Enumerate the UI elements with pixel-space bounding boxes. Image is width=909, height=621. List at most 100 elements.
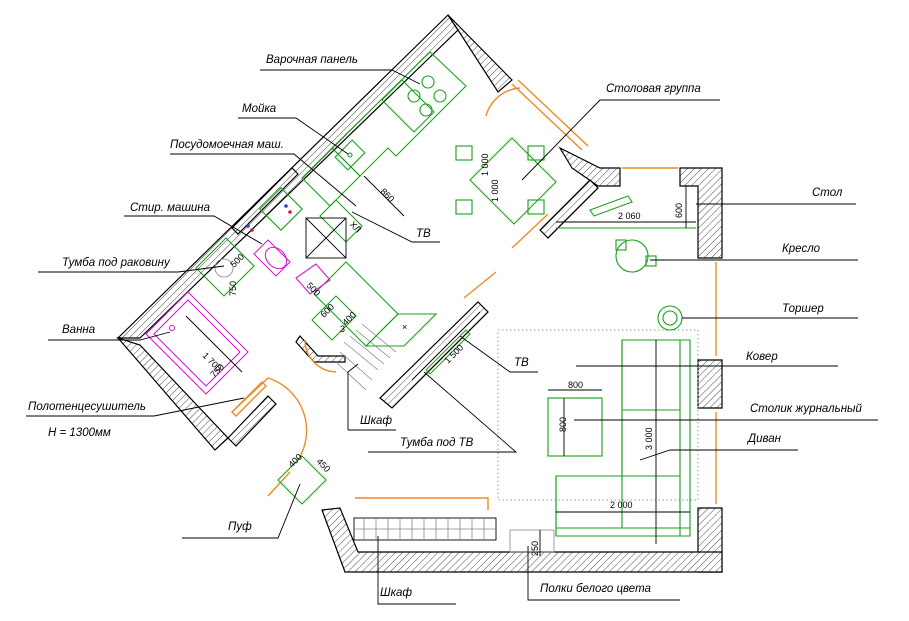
leader-cooktop bbox=[260, 69, 421, 85]
valve-dot-2 bbox=[250, 228, 254, 232]
floor-lamp-inner bbox=[662, 310, 678, 326]
door-living bbox=[511, 213, 549, 249]
washer-2 bbox=[311, 295, 357, 341]
valve-dot-1 bbox=[246, 224, 250, 228]
label-sofa: Диван bbox=[746, 433, 782, 445]
label-coffee-table: Столик журнальный bbox=[750, 403, 863, 415]
leader-wardrobe-bottom bbox=[377, 536, 456, 605]
toilet-bowl bbox=[264, 246, 288, 270]
dim-shower-c: 500 bbox=[305, 280, 323, 298]
leader-sink bbox=[238, 117, 349, 155]
label-washer: Стир. машина bbox=[130, 202, 210, 214]
wall-dining-corner bbox=[558, 146, 621, 187]
dim-wc-b: 750 bbox=[228, 281, 238, 296]
window-dining bbox=[511, 83, 583, 151]
burner-4 bbox=[433, 89, 447, 103]
dim-ctable-w: 800 bbox=[568, 380, 583, 390]
label-sink: Мойка bbox=[242, 103, 276, 115]
label-table: Стол bbox=[812, 187, 843, 199]
washer-dot-1 bbox=[284, 204, 288, 208]
bathtub bbox=[145, 291, 249, 395]
shelves-white bbox=[509, 529, 555, 553]
vent-shaft-x2 bbox=[305, 217, 347, 259]
burner-2 bbox=[421, 75, 435, 89]
armchair-arm-1 bbox=[615, 239, 627, 251]
label-cooktop: Варочная панель bbox=[266, 54, 358, 66]
label-dining: Столовая группа bbox=[606, 83, 701, 95]
desk-area: 2 060 600 bbox=[556, 186, 696, 273]
leader-tv-mid bbox=[459, 335, 538, 373]
burner-3 bbox=[419, 103, 433, 117]
kitchen-unit-cross bbox=[364, 313, 438, 347]
tv-panel bbox=[425, 329, 471, 375]
label-bathtub: Ванна bbox=[62, 324, 95, 336]
openings bbox=[231, 79, 717, 510]
wall-hall-stub bbox=[539, 179, 599, 239]
dim-shower-a: 600 bbox=[318, 302, 336, 320]
sink-drain bbox=[347, 152, 353, 158]
label-armchair: Кресло bbox=[782, 243, 821, 255]
label-towel-height: H = 1300мм bbox=[48, 427, 111, 439]
wall-kitchen-bath bbox=[231, 167, 299, 235]
dim-wc-a: 500 bbox=[228, 252, 246, 270]
wall-east-upper bbox=[679, 167, 723, 259]
leader-shelves bbox=[527, 546, 680, 601]
annotations: Варочная панель Мойка Посудомоечная маш.… bbox=[26, 54, 878, 605]
door-mid bbox=[463, 271, 497, 299]
dim-line-bath bbox=[185, 315, 243, 373]
label-shelves: Полки белого цвета bbox=[540, 583, 651, 595]
leader-vanity bbox=[38, 265, 225, 273]
label-towel-warmer: Полотенцесушитель bbox=[28, 401, 146, 413]
dim-desk-depth: 600 bbox=[674, 203, 684, 218]
washer-dot-2 bbox=[288, 210, 292, 214]
window-dining-inner bbox=[517, 79, 589, 147]
label-tv-kitchen: ТВ bbox=[416, 228, 431, 240]
dining-table bbox=[469, 137, 557, 225]
hall-bottom: 400 450 250 bbox=[277, 452, 555, 556]
armchair bbox=[615, 239, 649, 273]
armchair-arm-2 bbox=[645, 255, 657, 267]
dim-line-kitchen bbox=[363, 175, 405, 217]
leader-pouf bbox=[182, 483, 301, 539]
door-bath-swing bbox=[267, 377, 308, 461]
label-pouf: Пуф bbox=[228, 521, 252, 533]
leader-bathtub bbox=[48, 331, 171, 341]
leader-washer bbox=[124, 215, 263, 245]
dim-desk-len: 2 060 bbox=[618, 211, 641, 221]
fridge-label: ХЛ bbox=[348, 219, 364, 235]
dim-kitchen-depth: 860 bbox=[379, 186, 397, 204]
wall-south bbox=[321, 507, 723, 573]
dining-group: 1 000 1 000 bbox=[455, 137, 557, 225]
dim-dining-b: 1 000 bbox=[490, 179, 500, 202]
walls bbox=[116, 14, 723, 573]
label-floor-lamp: Торшер bbox=[782, 303, 824, 315]
cooktop bbox=[381, 79, 435, 133]
dim-dining-a: 1 000 bbox=[480, 153, 490, 176]
vanity-sink bbox=[214, 258, 234, 278]
coffee-table bbox=[547, 397, 603, 457]
vanity bbox=[195, 237, 255, 297]
chair-3 bbox=[527, 145, 545, 161]
wall-hall-partition bbox=[379, 301, 489, 409]
leader-towel bbox=[26, 397, 245, 417]
wall-bath-hall bbox=[227, 395, 277, 447]
toilet bbox=[253, 239, 291, 277]
bathtub-drain bbox=[168, 324, 176, 332]
door-dining-swing bbox=[485, 87, 521, 117]
chair-1 bbox=[455, 145, 473, 161]
dim-sofa-w: 2 000 bbox=[610, 500, 633, 510]
bathtub-inner bbox=[153, 299, 241, 387]
label-wardrobe-mid: Шкаф bbox=[360, 415, 392, 427]
label-tv-stand: Тумба под ТВ bbox=[400, 437, 474, 449]
dim-line-tv bbox=[411, 311, 481, 381]
label-vanity: Тумба под раковину bbox=[62, 257, 171, 269]
dim-sofa-len: 3 000 bbox=[644, 427, 654, 450]
bidet bbox=[295, 263, 331, 295]
wall-east-mid bbox=[697, 359, 723, 409]
vent-shaft bbox=[305, 217, 347, 259]
label-wardrobe-bottom: Шкаф bbox=[380, 587, 412, 599]
wall-north bbox=[447, 14, 513, 93]
leader-sofa bbox=[639, 449, 798, 461]
